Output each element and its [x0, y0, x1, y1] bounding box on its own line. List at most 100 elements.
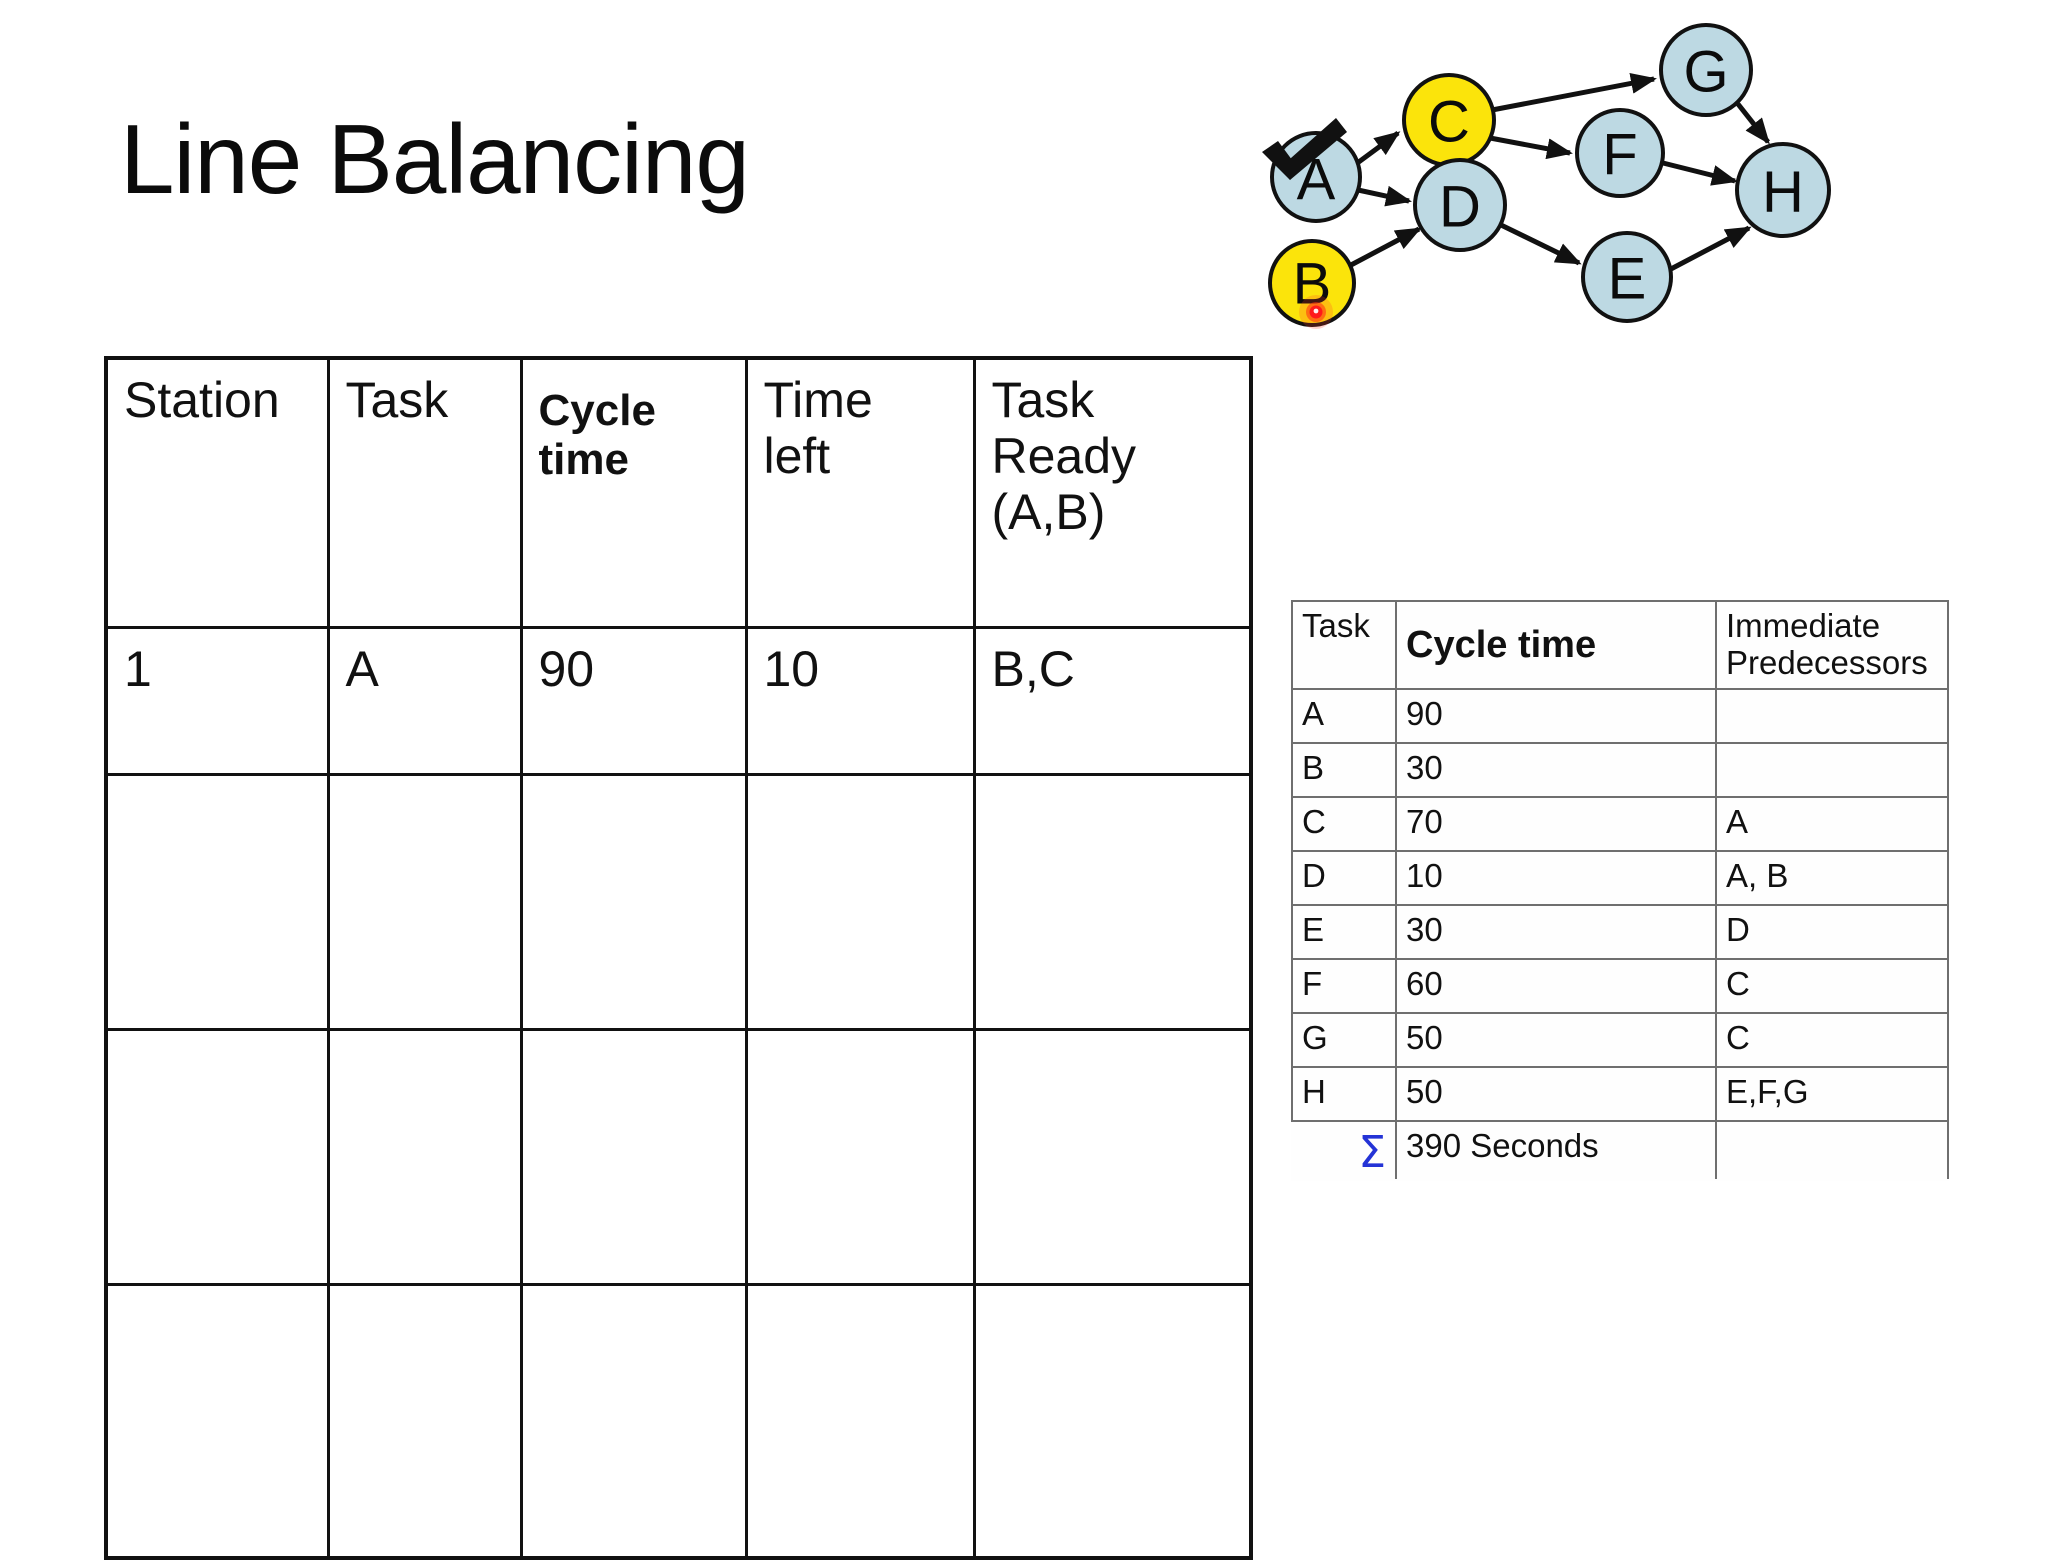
cell-task[interactable]: A — [326, 626, 523, 776]
cell-station[interactable]: 1 — [104, 626, 330, 776]
tt-cell-cycle-time[interactable]: 60 — [1395, 957, 1717, 1014]
cell-station[interactable] — [104, 773, 330, 1031]
cell-cycle-time[interactable] — [519, 1028, 748, 1286]
tt-header-task: Task — [1291, 600, 1397, 690]
cell-time-left[interactable]: 10 — [744, 626, 976, 776]
station-table-header-row: Station Task Cycle time Time left Task R… — [104, 356, 1253, 629]
tt-cell-task[interactable]: B — [1291, 741, 1397, 798]
edge-e-to-h — [1667, 225, 1752, 273]
table-row[interactable]: D 10 A, B — [1291, 849, 1949, 906]
cell-task-ready[interactable] — [972, 773, 1253, 1031]
checkmark-icon — [1262, 118, 1347, 180]
edge-a-to-d — [1357, 185, 1412, 207]
node-e[interactable]: E — [1581, 231, 1673, 323]
edge-a-to-c — [1354, 130, 1401, 167]
node-f[interactable]: F — [1575, 108, 1665, 198]
table-row[interactable]: F 60 C — [1291, 957, 1949, 1014]
tt-header-cycle-time: Cycle time — [1395, 600, 1717, 690]
cell-cycle-time[interactable] — [519, 1283, 748, 1560]
node-c-label: C — [1428, 90, 1470, 155]
node-g-label: G — [1683, 40, 1728, 105]
node-d[interactable]: D — [1413, 158, 1507, 252]
cell-time-left[interactable] — [744, 773, 976, 1031]
tt-cell-cycle-time[interactable]: 30 — [1395, 741, 1717, 798]
header-time-left: Time left — [744, 356, 976, 629]
table-row[interactable]: G 50 C — [1291, 1011, 1949, 1068]
cell-time-left[interactable] — [744, 1028, 976, 1286]
edge-f-to-h — [1662, 160, 1738, 186]
cell-task[interactable] — [326, 773, 523, 1031]
tt-header-predecessors-line2: Predecessors — [1726, 643, 1928, 681]
table-row[interactable]: H 50 E,F,G — [1291, 1065, 1949, 1122]
tt-header-predecessors-line1: Immediate — [1726, 607, 1881, 644]
edge-d-to-e — [1499, 222, 1582, 266]
header-cycle-time-line2: time — [538, 435, 629, 485]
header-task-ready-line3: (A,B) — [991, 484, 1106, 540]
tt-cell-predecessors[interactable]: A — [1715, 795, 1949, 852]
tt-cell-cycle-time[interactable]: 10 — [1395, 849, 1717, 906]
cell-cycle-time[interactable] — [519, 773, 748, 1031]
cell-station[interactable] — [104, 1028, 330, 1286]
node-e-label: E — [1608, 247, 1647, 312]
tt-cell-predecessors[interactable]: E,F,G — [1715, 1065, 1949, 1122]
tt-cell-total-predecessors — [1715, 1119, 1949, 1182]
tt-cell-task[interactable]: D — [1291, 849, 1397, 906]
page-title: Line Balancing — [120, 104, 750, 214]
tt-cell-predecessors[interactable]: A, B — [1715, 849, 1949, 906]
cell-task[interactable] — [326, 1283, 523, 1560]
table-row[interactable]: B 30 — [1291, 741, 1949, 798]
cell-station[interactable] — [104, 1283, 330, 1560]
table-row[interactable]: E 30 D — [1291, 903, 1949, 960]
station-assignment-table: Station Task Cycle time Time left Task R… — [104, 356, 1253, 1560]
edge-b-to-d — [1349, 226, 1422, 268]
tt-cell-total-value: 390 Seconds — [1395, 1119, 1717, 1182]
cell-task[interactable] — [326, 1028, 523, 1286]
table-row[interactable] — [104, 773, 1253, 1031]
tt-cell-cycle-time[interactable]: 90 — [1395, 687, 1717, 744]
cell-task-ready[interactable] — [972, 1028, 1253, 1286]
table-row[interactable]: A 90 — [1291, 687, 1949, 744]
tt-cell-task[interactable]: C — [1291, 795, 1397, 852]
node-c[interactable]: C — [1402, 73, 1496, 167]
network-edges — [1349, 73, 1770, 273]
precedence-network-diagram: A B C D E F G — [1246, 20, 1946, 440]
tt-cell-task[interactable]: F — [1291, 957, 1397, 1014]
tt-cell-task[interactable]: A — [1291, 687, 1397, 744]
tt-cell-task[interactable]: G — [1291, 1011, 1397, 1068]
header-time-left-line1: Time — [763, 372, 873, 428]
node-h-label: H — [1762, 160, 1804, 225]
cell-task-ready[interactable]: B,C — [972, 626, 1253, 776]
tt-cell-task[interactable]: H — [1291, 1065, 1397, 1122]
table-row[interactable] — [104, 1283, 1253, 1560]
node-a[interactable]: A — [1270, 131, 1362, 223]
header-cycle-time-line1: Cycle — [538, 386, 656, 435]
table-row[interactable]: C 70 A — [1291, 795, 1949, 852]
tt-cell-predecessors[interactable]: D — [1715, 903, 1949, 960]
tt-cell-cycle-time[interactable]: 50 — [1395, 1065, 1717, 1122]
edge-c-to-f — [1489, 135, 1573, 160]
tt-cell-cycle-time[interactable]: 30 — [1395, 903, 1717, 960]
header-task: Task — [326, 356, 523, 629]
node-f-label: F — [1602, 123, 1637, 188]
header-task-ready-line1: Task — [991, 372, 1095, 428]
task-cycle-time-table: Task Cycle time Immediate Predecessors A… — [1291, 600, 1949, 1182]
cell-time-left[interactable] — [744, 1283, 976, 1560]
tt-cell-predecessors[interactable] — [1715, 687, 1949, 744]
edge-g-to-h — [1736, 102, 1770, 145]
node-h[interactable]: H — [1735, 142, 1831, 238]
node-b[interactable]: B — [1268, 239, 1356, 327]
tt-cell-cycle-time[interactable]: 70 — [1395, 795, 1717, 852]
cell-cycle-time[interactable]: 90 — [519, 626, 748, 776]
tt-cell-predecessors[interactable]: C — [1715, 1011, 1949, 1068]
cell-task-ready[interactable] — [972, 1283, 1253, 1560]
tt-cell-predecessors[interactable]: C — [1715, 957, 1949, 1014]
table-row[interactable]: 1 A 90 10 B,C — [104, 626, 1253, 776]
tt-cell-task[interactable]: E — [1291, 903, 1397, 960]
header-cycle-time: Cycle time — [519, 356, 748, 629]
header-station: Station — [104, 356, 330, 629]
table-row[interactable] — [104, 1028, 1253, 1286]
node-g[interactable]: G — [1659, 23, 1753, 117]
tt-cell-cycle-time[interactable]: 50 — [1395, 1011, 1717, 1068]
sigma-icon: Σ — [1291, 1119, 1397, 1182]
tt-cell-predecessors[interactable] — [1715, 741, 1949, 798]
